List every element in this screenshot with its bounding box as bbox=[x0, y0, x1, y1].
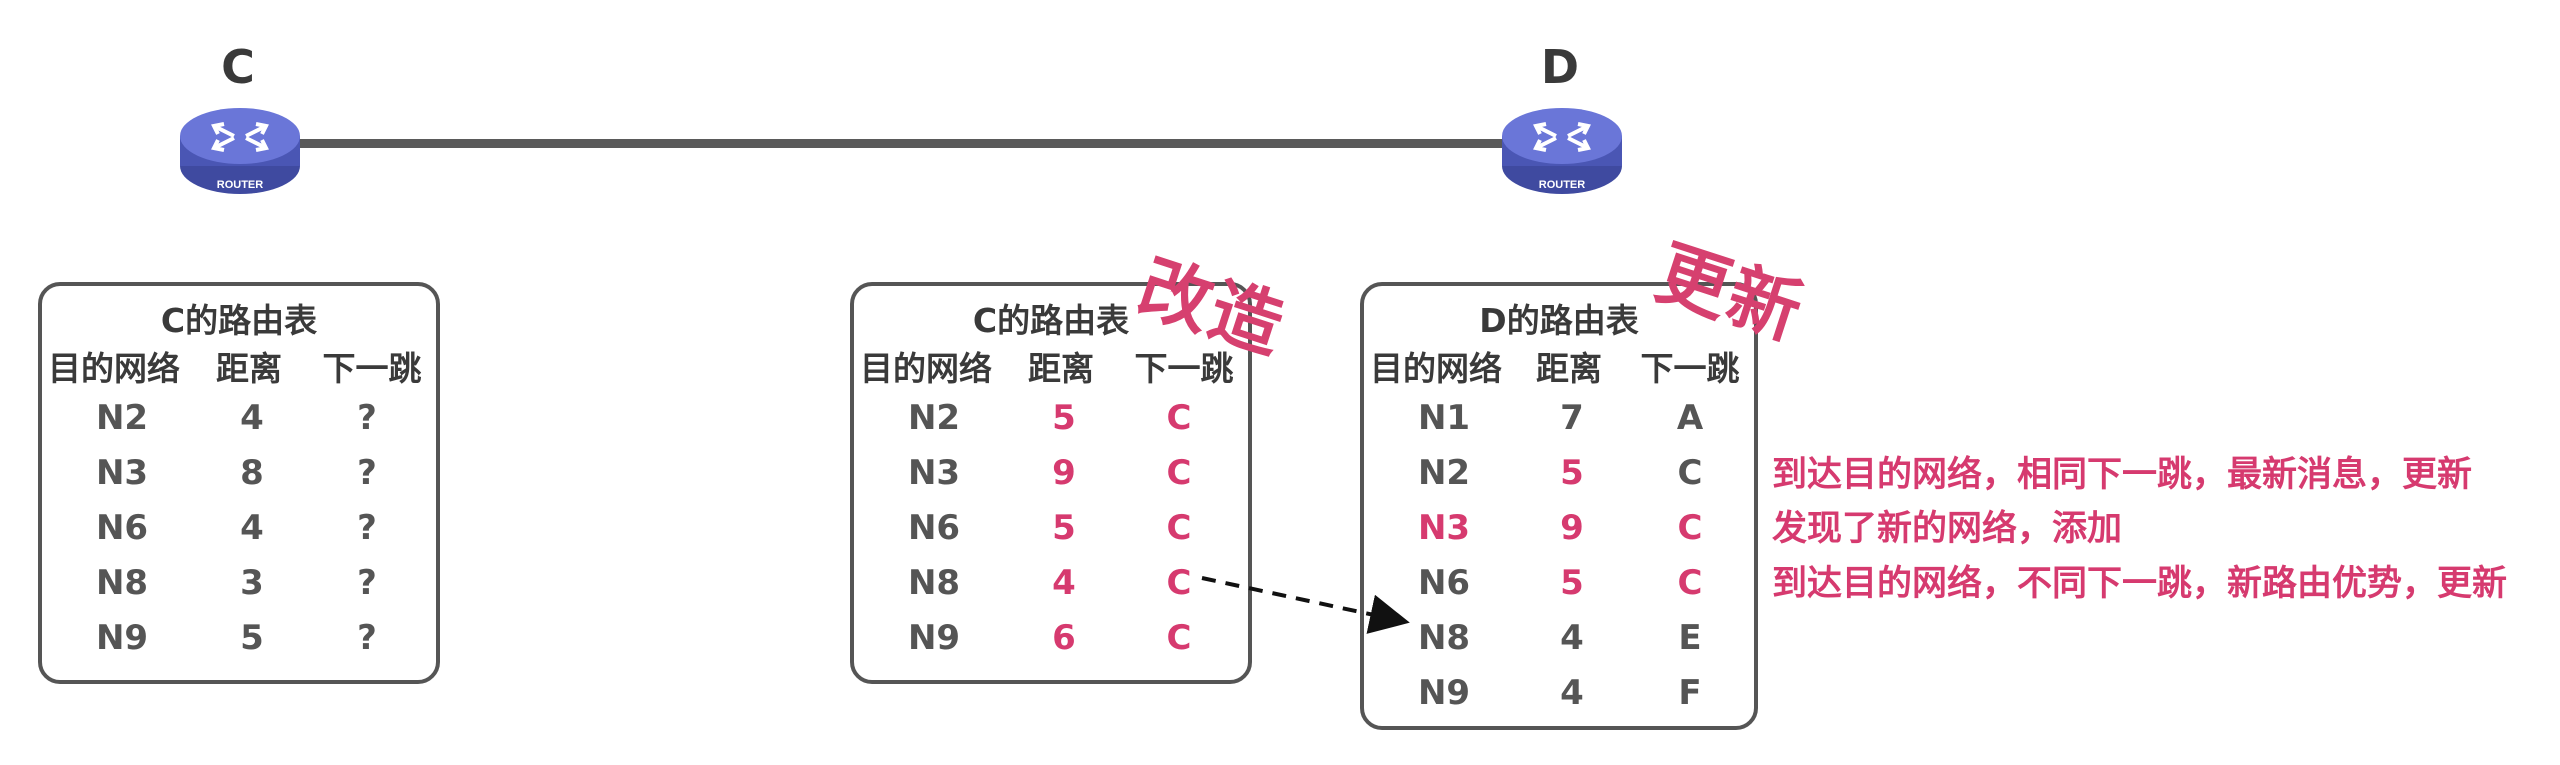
row-next-hop: C bbox=[1166, 563, 1192, 603]
row-distance: 9 bbox=[1560, 508, 1584, 548]
row-network: N9 bbox=[907, 618, 961, 658]
row-network: N3 bbox=[1417, 508, 1471, 548]
row-distance: 5 bbox=[1560, 453, 1584, 493]
row-distance: 4 bbox=[1052, 563, 1076, 603]
table-title: C的路由表 bbox=[160, 301, 318, 340]
d-table: D的路由表 目的网络 距离 下一跳 N1 7 A N2 5 C N3 9 C N… bbox=[1360, 282, 1758, 730]
note-n2: 到达目的网络，相同下一跳，最新消息，更新 bbox=[1772, 455, 2473, 495]
row-network: N6 bbox=[1417, 563, 1471, 603]
header-distance: 距离 bbox=[1028, 349, 1094, 388]
row-distance: 4 bbox=[1560, 673, 1584, 713]
router-d-icon: ROUTER bbox=[1500, 106, 1624, 196]
row-next-hop: E bbox=[1678, 618, 1702, 658]
note-n3: 发现了新的网络，添加 bbox=[1772, 509, 2123, 549]
note-n6: 到达目的网络，不同下一跳，新路由优势，更新 bbox=[1772, 564, 2508, 604]
row-distance: 7 bbox=[1560, 398, 1584, 438]
header-network: 目的网络 bbox=[48, 349, 180, 388]
c-original-table: C的路由表 目的网络 距离 下一跳 N2 4 ? N3 8 ? N6 4 ? N… bbox=[38, 282, 440, 684]
row-network: N2 bbox=[95, 398, 149, 438]
row-next-hop: ? bbox=[357, 618, 377, 658]
row-next-hop: C bbox=[1166, 508, 1192, 548]
c-modified-table: C的路由表 目的网络 距离 下一跳 N2 5 C N3 9 C N6 5 C N… bbox=[850, 282, 1252, 684]
row-next-hop: ? bbox=[357, 453, 377, 493]
row-distance: 5 bbox=[1052, 398, 1076, 438]
header-distance: 距离 bbox=[216, 349, 282, 388]
header-network: 目的网络 bbox=[860, 349, 992, 388]
row-next-hop: A bbox=[1676, 398, 1704, 438]
row-network: N3 bbox=[95, 453, 149, 493]
row-network: N9 bbox=[95, 618, 149, 658]
row-network: N6 bbox=[95, 508, 149, 548]
row-network: N1 bbox=[1417, 398, 1471, 438]
row-distance: 5 bbox=[1560, 563, 1584, 603]
row-next-hop: C bbox=[1166, 453, 1192, 493]
row-next-hop: ? bbox=[357, 563, 377, 603]
row-distance: 4 bbox=[240, 508, 264, 548]
row-distance: 3 bbox=[240, 563, 264, 603]
row-network: N2 bbox=[1417, 453, 1471, 493]
row-distance: 5 bbox=[1052, 508, 1076, 548]
row-next-hop: C bbox=[1166, 618, 1192, 658]
row-network: N9 bbox=[1417, 673, 1471, 713]
table-title: C的路由表 bbox=[972, 301, 1130, 340]
row-distance: 4 bbox=[1560, 618, 1584, 658]
row-network: N8 bbox=[95, 563, 149, 603]
row-distance: 8 bbox=[240, 453, 264, 493]
header-network: 目的网络 bbox=[1370, 349, 1502, 388]
row-next-hop: C bbox=[1677, 453, 1703, 493]
header-distance: 距离 bbox=[1536, 349, 1602, 388]
row-network: N3 bbox=[907, 453, 961, 493]
router-c-label: C bbox=[221, 40, 255, 94]
row-next-hop: ? bbox=[357, 508, 377, 548]
row-network: N8 bbox=[1417, 618, 1471, 658]
row-network: N2 bbox=[907, 398, 961, 438]
row-distance: 5 bbox=[240, 618, 264, 658]
header-next-hop: 下一跳 bbox=[1640, 349, 1740, 388]
header-next-hop: 下一跳 bbox=[322, 349, 422, 388]
row-network: N8 bbox=[907, 563, 961, 603]
router-d-text: ROUTER bbox=[1539, 179, 1586, 191]
row-network: N6 bbox=[907, 508, 961, 548]
header-next-hop: 下一跳 bbox=[1134, 349, 1234, 388]
row-next-hop: ? bbox=[357, 398, 377, 438]
router-c-text: ROUTER bbox=[217, 179, 264, 191]
router-d-label: D bbox=[1540, 40, 1580, 94]
row-next-hop: F bbox=[1678, 673, 1702, 713]
router-c-icon: ROUTER bbox=[178, 106, 302, 196]
row-next-hop: C bbox=[1677, 508, 1703, 548]
row-distance: 4 bbox=[240, 398, 264, 438]
link-c-d bbox=[240, 139, 1570, 148]
row-distance: 9 bbox=[1052, 453, 1076, 493]
row-next-hop: C bbox=[1677, 563, 1703, 603]
row-distance: 6 bbox=[1052, 618, 1076, 658]
table-title: D的路由表 bbox=[1479, 301, 1639, 340]
row-next-hop: C bbox=[1166, 398, 1192, 438]
